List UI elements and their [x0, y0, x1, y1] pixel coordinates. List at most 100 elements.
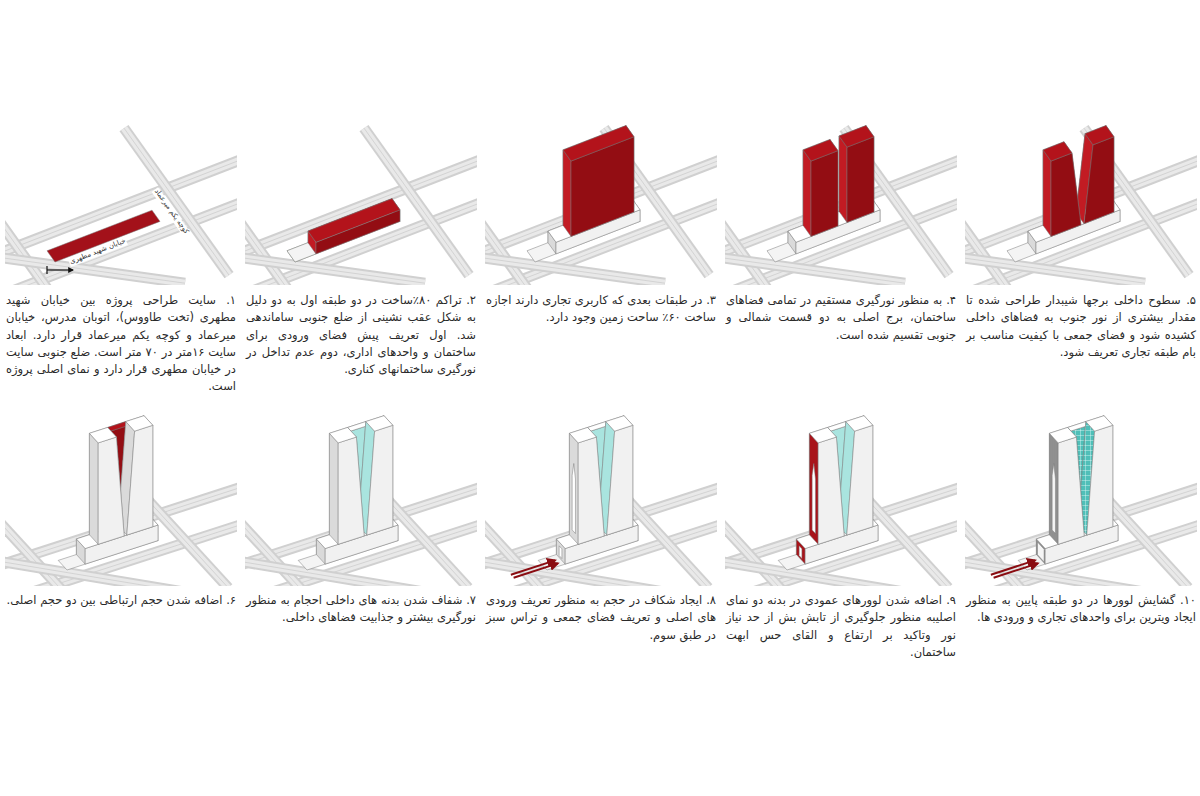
mass-face — [839, 126, 874, 148]
mass-face — [1085, 126, 1114, 145]
mass-face — [569, 427, 596, 442]
street-inner — [245, 248, 425, 283]
street-band — [725, 248, 905, 283]
facade-opening — [812, 463, 815, 533]
panel-illustration — [485, 126, 717, 285]
mass-face — [847, 425, 873, 535]
street-label: کوچه یکم میرعماد — [151, 187, 189, 236]
mass-face — [89, 427, 116, 442]
street-band — [485, 248, 665, 283]
site-plot — [47, 210, 160, 262]
mass-face — [1084, 137, 1114, 224]
facade-opening — [1052, 463, 1055, 533]
street-band — [5, 186, 79, 285]
caption-text: ۳. در طبقات بعدی که کاربری تجاری دارند ا… — [486, 292, 716, 327]
mass-face — [607, 425, 633, 535]
street-band — [245, 140, 477, 285]
panel-illustration — [485, 416, 717, 586]
street-band — [245, 248, 425, 283]
panel-illustration — [5, 128, 237, 285]
street-inner — [1084, 128, 1189, 275]
street-inner — [725, 248, 905, 283]
mass-face — [1043, 150, 1051, 237]
street-inner — [5, 186, 79, 285]
mass-face — [366, 416, 393, 431]
mass-face — [329, 427, 356, 442]
mass-face — [846, 416, 873, 431]
mass-face — [1051, 153, 1081, 237]
street-line — [245, 248, 425, 283]
street-band — [124, 128, 229, 275]
street-inner — [364, 128, 469, 275]
mass-face — [89, 433, 98, 544]
mass-face — [329, 433, 338, 544]
shopfront-opening — [1038, 542, 1045, 562]
street-band — [965, 248, 1145, 283]
mass-face — [127, 425, 153, 535]
panel-illustration — [245, 416, 477, 586]
facade-opening — [572, 463, 575, 533]
street-line — [1084, 128, 1189, 275]
panel-illustration — [965, 416, 1197, 586]
mass-face — [809, 427, 836, 442]
mass-face — [563, 126, 634, 162]
caption-text: ۵. سطوح داخلی برجها شیبدار طراحی شده تا … — [966, 292, 1196, 361]
street-band — [364, 128, 469, 275]
panel-illustration — [725, 416, 957, 586]
mass-face — [338, 437, 364, 544]
street-line — [844, 128, 949, 275]
panel-illustration — [245, 128, 477, 285]
street-inner — [124, 128, 229, 275]
mass-face — [98, 437, 124, 544]
street-inner — [965, 248, 1145, 283]
caption-text: ۷. شفاف شدن بدنه های داخلی احجام به منظو… — [246, 592, 476, 627]
street-line — [5, 140, 237, 285]
mass-face — [563, 150, 571, 237]
mass-face — [126, 416, 153, 431]
street-inner — [5, 140, 237, 285]
mass-face — [1049, 433, 1058, 544]
street-label: خیابان شهید مطهری — [68, 237, 128, 266]
street-band — [844, 128, 949, 275]
mass-face — [818, 437, 844, 544]
mass-face — [606, 416, 633, 431]
mass-face — [308, 199, 400, 243]
caption-text: ۱۰. گشایش لوورها در دو طبقه پایین به منظ… — [966, 592, 1196, 627]
street-line — [965, 248, 1145, 283]
panel-illustration — [965, 126, 1197, 285]
entry-arrow — [511, 560, 555, 574]
street-inner — [844, 128, 949, 275]
mass-face — [803, 139, 838, 161]
panel-illustration — [725, 126, 957, 285]
panel-illustration — [5, 416, 237, 586]
mass-face — [578, 437, 604, 544]
north-arrow — [47, 266, 73, 274]
entry-opening — [559, 546, 562, 559]
caption-text: ۴. به منظور نورگیری مستقیم در تمامی فضاه… — [726, 292, 956, 344]
entry-arrow — [991, 560, 1035, 574]
mass-face — [1058, 437, 1084, 544]
mass-face — [803, 150, 811, 237]
mass-face — [809, 433, 818, 544]
mass-face — [839, 136, 847, 223]
street-line — [485, 248, 665, 283]
mass-face — [1087, 425, 1113, 535]
caption-text: ۶. اضافه شدن حجم ارتباطی بین دو حجم اصلی… — [6, 592, 236, 609]
mass-face — [1086, 416, 1113, 431]
street-line — [124, 128, 229, 275]
mass-face — [1043, 142, 1072, 161]
street-line — [5, 186, 79, 285]
street-inner — [245, 140, 477, 285]
street-line — [725, 248, 905, 283]
entry-arrow — [994, 563, 1038, 577]
caption-text: ۱. سایت طراحی پروژه بین خیابان شهید مطهر… — [6, 292, 236, 396]
caption-text: ۲. تراکم ۸۰٪ساخت در دو طبقه اول به دو دل… — [246, 292, 476, 378]
entry-arrow — [47, 269, 73, 270]
street-line — [364, 128, 469, 275]
entry-arrow — [514, 563, 558, 577]
street-band — [1084, 128, 1189, 275]
caption-text: ۹. اضافه شدن لوورهای عمودی در بدنه دو نم… — [726, 592, 956, 661]
mass-face — [367, 425, 393, 535]
